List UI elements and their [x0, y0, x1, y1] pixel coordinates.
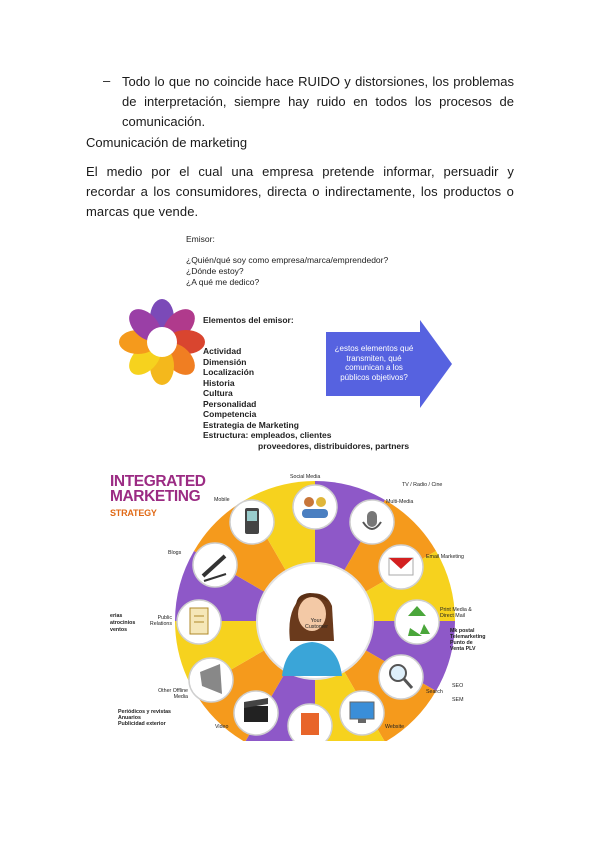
- print-extra: Punto de Venta PLV: [450, 640, 476, 653]
- bullet-text: Todo lo que no coincide hace RUIDO y dis…: [122, 74, 514, 129]
- recycle-icon: [408, 606, 430, 636]
- ims-title: INTEGRATED MARKETING: [110, 473, 206, 505]
- element-item-cont: proveedores, distribuidores, partners: [258, 441, 410, 451]
- element-item: Actividad: [203, 346, 242, 356]
- label-blogs: Blogs: [168, 550, 182, 556]
- element-item: Dimensión: [203, 356, 247, 367]
- element-item: Competencia: [203, 409, 257, 419]
- print-extra: Mk postal: [450, 628, 475, 634]
- label-print: Print Media & Direct Mail: [440, 607, 472, 620]
- element-item: Historia: [203, 377, 235, 388]
- ims-wheel: [175, 481, 455, 741]
- website-icon: [349, 701, 375, 723]
- arrow-right-icon: [420, 320, 452, 408]
- label-email: Email Marketing: [426, 554, 464, 560]
- other-extra: Periódicos y revistas: [118, 709, 171, 715]
- center-label: Your Customer: [305, 618, 328, 631]
- body-paragraph: El medio por el cual una empresa pretend…: [86, 164, 514, 219]
- flower-logo-icon: [119, 299, 205, 385]
- bullet-dash: –: [103, 73, 111, 88]
- mobile-phone-icon: [245, 508, 259, 534]
- label-website: Website: [385, 724, 405, 730]
- pen-icon: [201, 554, 227, 582]
- label-tv: TV / Radio / Cine: [402, 482, 443, 488]
- other-extra: Anuarios: [118, 715, 141, 721]
- book-icon: [301, 713, 319, 735]
- pr-extra: atrocinios: [110, 620, 136, 626]
- ims-title-line2: MARKETING: [110, 488, 201, 505]
- label-search: Search: [426, 689, 443, 695]
- megaphone-icon: [200, 664, 222, 694]
- element-item: Cultura: [203, 388, 233, 398]
- arrow-box: [326, 332, 422, 396]
- element-item: Estructura: empleados, clientes: [203, 430, 332, 440]
- arrow-text: ¿estos elementos qué transmiten, qué com…: [334, 344, 414, 382]
- print-extra: Telemarketing: [450, 634, 486, 640]
- emisor-question: ¿Dónde estoy?: [186, 266, 244, 276]
- emisor-question: ¿Quién/qué soy como empresa/marca/empren…: [186, 255, 389, 265]
- element-item: Estrategia de Marketing: [203, 419, 299, 430]
- emisor-question: ¿A qué me dedico?: [186, 277, 260, 287]
- magnifier-icon: [389, 664, 414, 689]
- pr-extra: ventos: [110, 627, 128, 633]
- emisor-title: Emisor:: [186, 234, 215, 244]
- element-item: Localización: [203, 367, 255, 377]
- social-media-icon: [302, 497, 328, 518]
- customer-avatar-icon: [282, 593, 342, 676]
- label-other: Other Offline Media: [158, 688, 188, 701]
- label-mobile: Mobile: [214, 497, 230, 503]
- other-extra: Publicidad exterior: [118, 721, 166, 727]
- label-pr: Public Relations: [149, 615, 172, 628]
- label-seo: SEO: [452, 683, 464, 689]
- element-item: Personalidad: [203, 398, 257, 409]
- ims-title-line1: INTEGRATED: [110, 473, 206, 490]
- label-social-media: Social Media: [290, 474, 321, 480]
- label-sem: SEM: [452, 697, 464, 703]
- ims-figure: INTEGRATED MARKETING STRATEGY Your Custo…: [110, 466, 486, 748]
- label-multimedia: Multi-Media: [386, 499, 414, 505]
- emisor-figure: Emisor: ¿Quién/qué soy como empresa/marc…: [108, 228, 478, 458]
- email-icon: [388, 557, 414, 576]
- ims-subtitle: STRATEGY: [110, 508, 157, 518]
- microphone-icon: [362, 511, 382, 530]
- section-heading: Comunicación de marketing: [86, 135, 248, 150]
- label-video: Video: [215, 724, 229, 730]
- clapper-icon: [244, 698, 268, 722]
- clipboard-icon: [189, 607, 209, 635]
- elements-title: Elementos del emisor:: [203, 315, 294, 325]
- pr-extra: erias: [110, 613, 123, 619]
